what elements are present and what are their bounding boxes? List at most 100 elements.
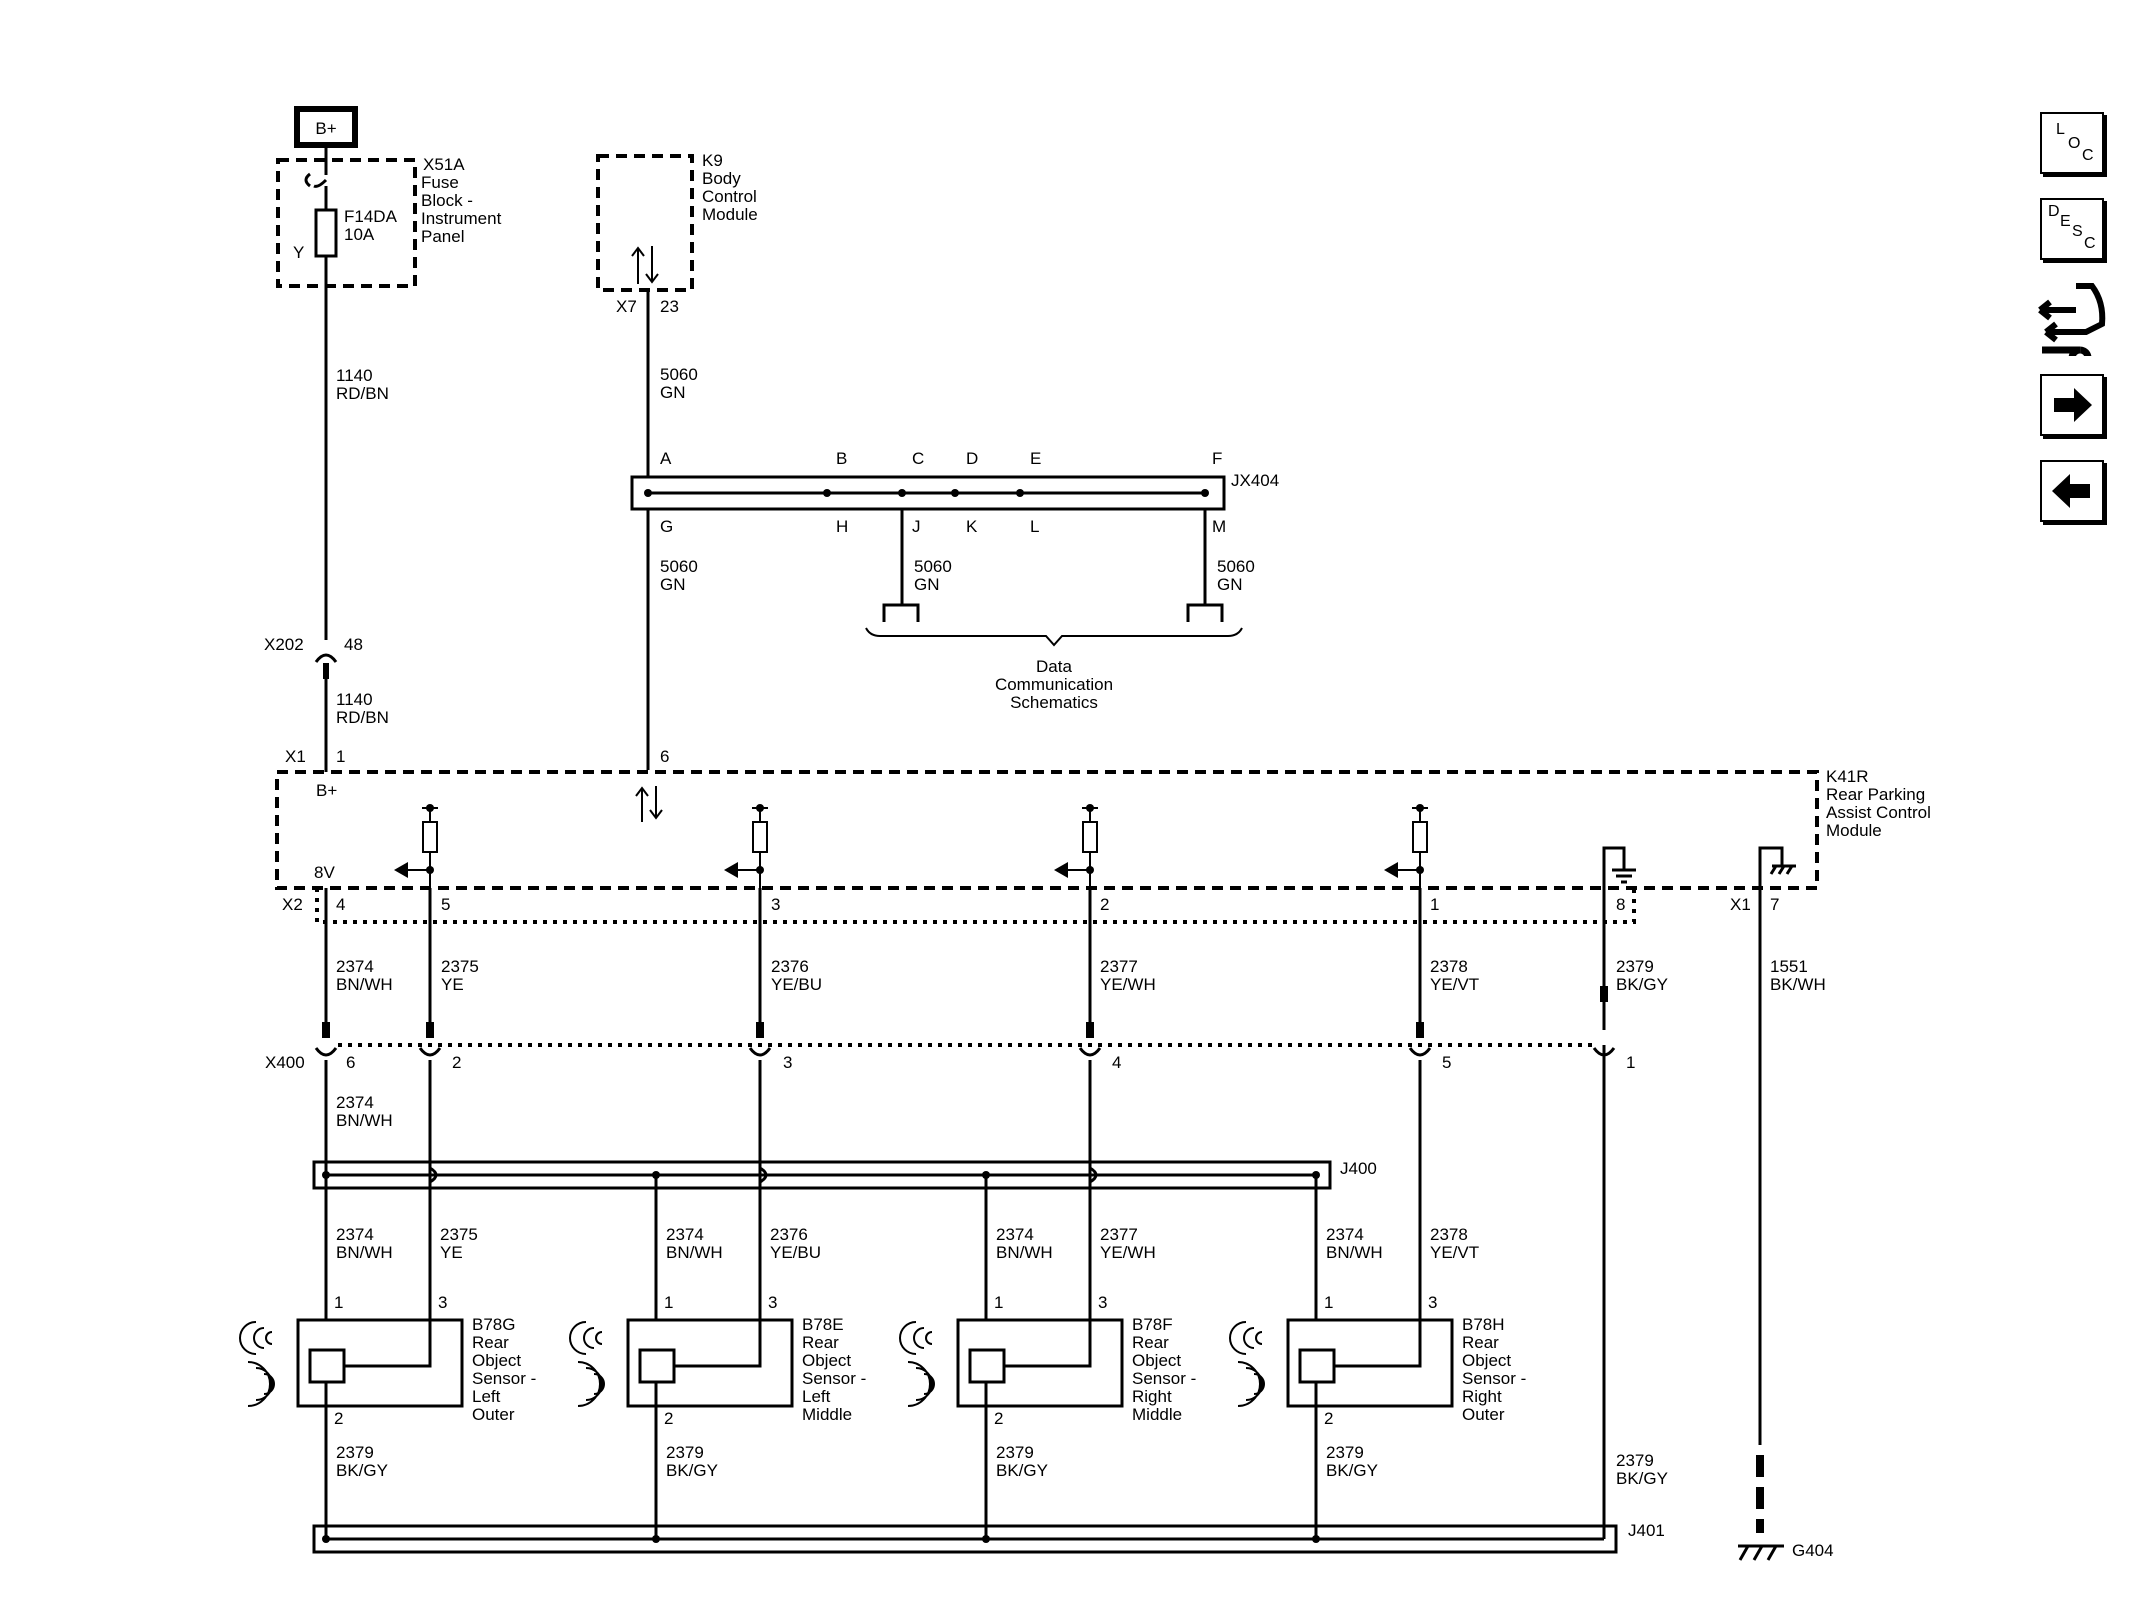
jx404-pin: D (966, 449, 978, 468)
wire-1551-circuit: 1551 (1770, 957, 1808, 976)
k41r-x1-ground: X1 (1730, 895, 1751, 914)
wire-2378-color: YE/VT (1430, 975, 1479, 994)
ground-g404-id: G404 (1792, 1541, 1834, 1560)
rear-parking-assist-module (275, 770, 1819, 890)
channel-resistor (752, 821, 768, 853)
data-comm-line: Communication (995, 675, 1113, 694)
channel-arrow-head (394, 862, 408, 878)
connector-terminal (756, 1022, 764, 1038)
connector-socket (1078, 1047, 1102, 1057)
splice-j401-id: J401 (1628, 1521, 1665, 1540)
k41r-x1: X1 (285, 747, 306, 766)
jx404-pin: C (912, 449, 924, 468)
connector-terminal (1086, 1022, 1094, 1038)
connector-socket (1408, 1047, 1432, 1057)
sensor-line: Rear (1462, 1333, 1499, 1352)
fuse-rating: 10A (344, 225, 375, 244)
data-communication-brace (865, 627, 1243, 647)
k41r-x2-pin: 3 (771, 895, 780, 914)
battery-supply-label: B+ (315, 119, 336, 138)
wire-color: YE/VT (1430, 1243, 1479, 1262)
sensor-pin: 3 (768, 1293, 777, 1312)
sensor-body (956, 1318, 1124, 1408)
jx404-pin: B (836, 449, 847, 468)
description-button[interactable]: D E S C (2040, 198, 2104, 260)
wire-1551-color: BK/WH (1770, 975, 1826, 994)
previous-page-button[interactable] (2040, 460, 2104, 522)
wire-2379-circuit: 2379 (1616, 1451, 1654, 1470)
ultrasonic-receive-icon (1237, 1361, 1265, 1407)
wire-1140-circuit: 1140 (336, 366, 373, 385)
module-ground-symbol (1602, 846, 1636, 1030)
wire-5060-color: GN (660, 575, 686, 594)
ground-g404-symbol (1738, 1544, 1784, 1561)
bcm-id: K9 (702, 151, 723, 170)
location-button[interactable]: L O C (2040, 112, 2104, 174)
k41r-x2-pin: 2 (1100, 895, 1109, 914)
wire-circuit: 2376 (770, 1225, 808, 1244)
wire-circuit: 2374 (1326, 1225, 1364, 1244)
ultrasonic-receive-icon (907, 1361, 935, 1407)
next-page-button[interactable] (2040, 374, 2104, 436)
x400-pin: 3 (783, 1053, 792, 1072)
sensor-line: Sensor - (472, 1369, 536, 1388)
fuse-block-line: Panel (421, 227, 464, 246)
connector-terminal (322, 1022, 330, 1038)
x400-pin: 1 (1626, 1053, 1635, 1072)
wire-color: BN/WH (666, 1243, 723, 1262)
wire-2376-color: YE/BU (771, 975, 822, 994)
sensor-line: Sensor - (1462, 1369, 1526, 1388)
wire-1140-circuit: 1140 (336, 690, 373, 709)
sensor-id: B78E (802, 1315, 844, 1334)
sensor-body (1286, 1318, 1454, 1408)
k41r-x2-pin: 5 (441, 895, 450, 914)
bcm-line: Module (702, 205, 758, 224)
wire-2375-circuit: 2375 (441, 957, 479, 976)
sensor-line: Object (1132, 1351, 1181, 1370)
connector-wrench-icon[interactable] (2036, 280, 2108, 370)
wire-1140-color: RD/BN (336, 708, 389, 727)
data-comm-line: Schematics (1010, 693, 1098, 712)
sensor-line: Outer (1462, 1405, 1505, 1424)
channel-arrow-head (1384, 862, 1398, 878)
k41r-id: K41R (1826, 767, 1869, 786)
sensor-body (626, 1318, 794, 1408)
jx404-pin: K (966, 517, 978, 536)
jx404-pin: M (1212, 517, 1226, 536)
k41r-x2-pin: 4 (336, 895, 345, 914)
wire-5060-color: GN (1217, 575, 1243, 594)
connector-terminal (426, 1022, 434, 1038)
arrow-right-icon (2054, 388, 2092, 422)
bcm-line: Body (702, 169, 741, 188)
sensor-pin: 3 (1098, 1293, 1107, 1312)
wire-circuit: 2377 (1100, 1225, 1138, 1244)
connector-terminal (1416, 1022, 1424, 1038)
wire-crossover (759, 1166, 768, 1184)
channel-arrow-head (724, 862, 738, 878)
sensor-line: Sensor - (1132, 1369, 1196, 1388)
splice-j400-id: J400 (1340, 1159, 1377, 1178)
ultrasonic-transmit-icon (239, 1321, 273, 1355)
sensor-line: Right (1132, 1387, 1172, 1406)
wire-circuit: 2379 (1326, 1443, 1364, 1462)
wire-color: BN/WH (996, 1243, 1053, 1262)
wire-2379-color: BK/GY (1616, 1469, 1668, 1488)
ultrasonic-receive-icon (247, 1361, 275, 1407)
sensor-line: Right (1462, 1387, 1502, 1406)
splice-jx404-id: JX404 (1231, 471, 1279, 490)
splice-j400 (312, 1160, 1332, 1190)
k41r-x2-pin: 8 (1616, 895, 1625, 914)
sensor-line: Sensor - (802, 1369, 866, 1388)
fuse-id: F14DA (344, 207, 398, 226)
wire-2379-circuit: 2379 (1616, 957, 1654, 976)
fuse-block-line: Fuse (421, 173, 459, 192)
wire-circuit: 2379 (666, 1443, 704, 1462)
fuse-block-line: Block - (421, 191, 473, 210)
wire-color: BN/WH (1326, 1243, 1383, 1262)
sensor-line: Rear (802, 1333, 839, 1352)
k41r-line: Rear Parking (1826, 785, 1925, 804)
ultrasonic-transmit-icon (899, 1321, 933, 1355)
loc-letter: L (2056, 121, 2065, 138)
wire-2375-color: YE (441, 975, 464, 994)
ultrasonic-transmit-icon (569, 1321, 603, 1355)
